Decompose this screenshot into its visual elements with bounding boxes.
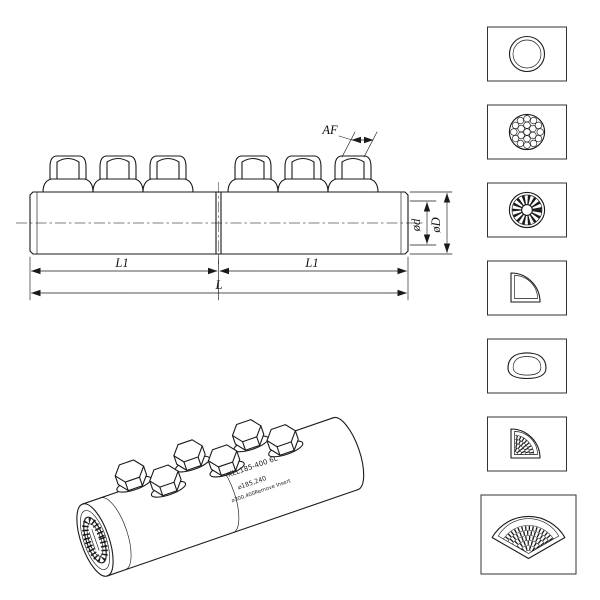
round-solid-icon (508, 35, 546, 73)
dimension-diameters: ød øD (409, 191, 453, 255)
cross-section-panel (480, 26, 577, 575)
cross-section-box-2 (487, 104, 567, 160)
center-split-lines (215, 191, 222, 255)
dimension-af: AF (321, 123, 378, 158)
cross-section-box-3 (487, 182, 567, 238)
cross-section-box-7 (480, 494, 577, 575)
sector-solid-icon (510, 272, 541, 303)
dimension-lengths: L1 L1 L (29, 256, 409, 301)
cross-section-box-6 (487, 416, 567, 472)
side-view-drawing: AF ød øD L1 L1 L (16, 123, 453, 301)
dim-l1-left-label: L1 (114, 256, 128, 270)
cross-section-box-5 (487, 338, 567, 394)
dim-l-total-label: L (215, 278, 223, 292)
cross-section-box-4 (487, 260, 567, 316)
isometric-view: KLL185-400 6L ⌀185,240 ⌀300,400Remove In… (76, 415, 365, 577)
oval-conductor-icon (507, 352, 547, 380)
cross-section-box-1 (487, 26, 567, 82)
dim-l1-right-label: L1 (304, 256, 318, 270)
dim-outer-diameter-label: øD (429, 217, 443, 233)
connector-body-outline (29, 191, 409, 255)
end-wall-lines (36, 191, 402, 255)
bore-serration-ring (82, 517, 108, 563)
bolt-seats (42, 177, 379, 193)
round-compacted-icon (508, 191, 546, 229)
fan-stranded-icon (491, 515, 566, 560)
iso-bore-face (76, 503, 114, 577)
sector-stranded-icon (510, 428, 541, 459)
dim-af-label: AF (321, 123, 338, 137)
iso-body-silhouette (82, 417, 359, 577)
dim-inner-diameter-label: ød (409, 218, 423, 232)
iso-far-end-cap (332, 416, 365, 491)
round-stranded-icon (508, 113, 546, 151)
shear-bolts-side-view (49, 155, 372, 180)
